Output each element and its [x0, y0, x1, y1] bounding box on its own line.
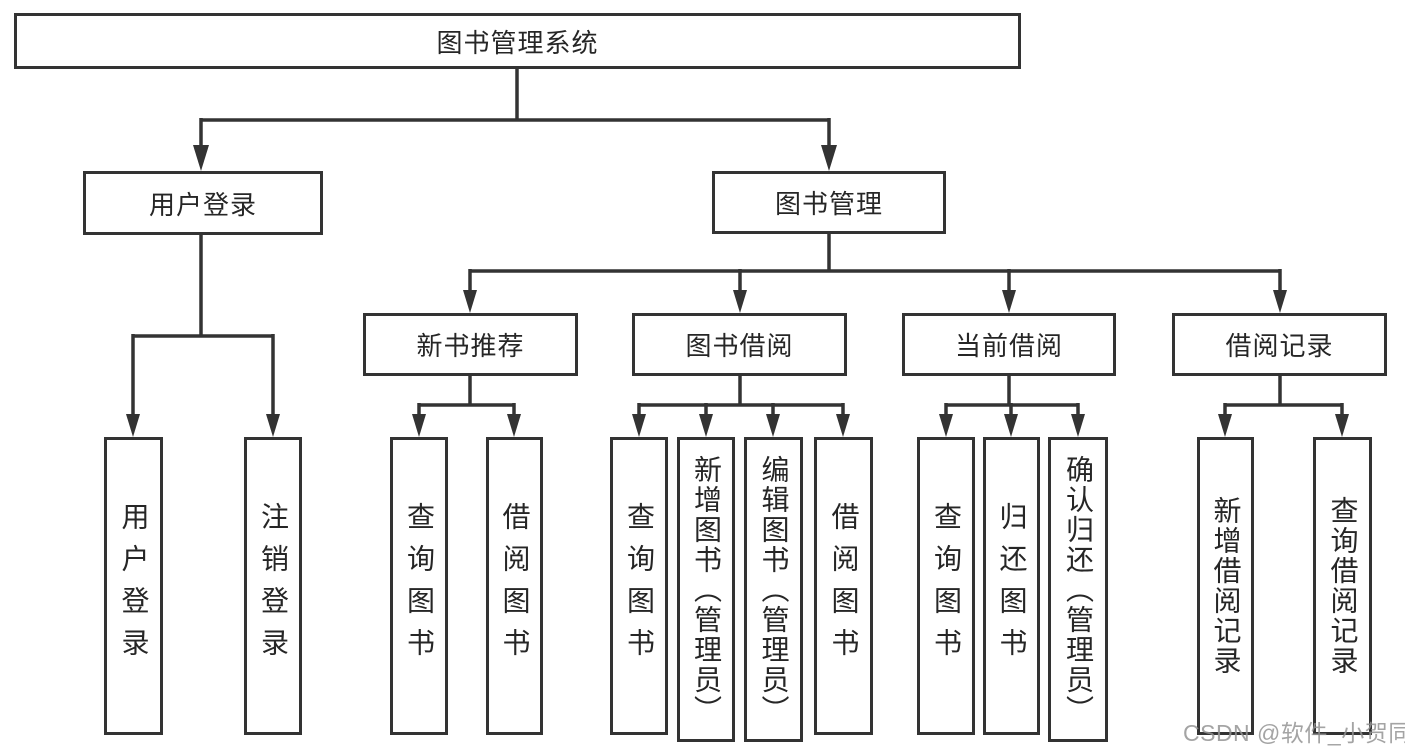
leaf-label: 新增借阅记录 [1210, 496, 1242, 676]
leaf-label: 查询借阅记录 [1327, 496, 1359, 676]
leaf-query-books-recommend: 查询图书 [390, 437, 448, 735]
leaf-label: 查询图书 [404, 502, 435, 670]
leaf-logout: 注销登录 [244, 437, 302, 735]
leaf-borrow-books-borrowing: 借阅图书 [814, 437, 873, 735]
leaf-label: 注销登录 [258, 502, 289, 670]
leaf-borrow-books-recommend: 借阅图书 [486, 437, 543, 735]
leaf-label: 新增图书（管理员） [691, 454, 722, 725]
leaf-user-login: 用户登录 [104, 437, 163, 735]
node-book-borrowing: 图书借阅 [632, 313, 847, 376]
leaf-label: 确认归还（管理员） [1063, 454, 1094, 725]
csdn-watermark: CSDN @软件_小贺同学 [1183, 720, 1405, 746]
leaf-label: 借阅图书 [828, 502, 860, 670]
leaf-confirm-return-admin: 确认归还（管理员） [1048, 437, 1108, 742]
leaf-label: 编辑图书（管理员） [758, 454, 790, 725]
leaf-add-books-admin: 新增图书（管理员） [677, 437, 735, 742]
node-user-login-module: 用户登录 [83, 171, 323, 235]
node-book-management-module: 图书管理 [712, 171, 946, 234]
leaf-query-borrow-record: 查询借阅记录 [1313, 437, 1372, 735]
leaf-label: 查询图书 [931, 502, 962, 670]
leaf-label: 用户登录 [118, 502, 150, 670]
node-borrowing-records: 借阅记录 [1172, 313, 1387, 376]
leaf-add-borrow-record: 新增借阅记录 [1197, 437, 1254, 735]
node-new-book-recommend: 新书推荐 [363, 313, 578, 376]
leaf-edit-books-admin: 编辑图书（管理员） [744, 437, 803, 742]
leaf-label: 借阅图书 [499, 502, 531, 670]
node-root-system: 图书管理系统 [14, 13, 1021, 69]
leaf-query-books-borrowing: 查询图书 [610, 437, 668, 735]
leaf-return-books: 归还图书 [983, 437, 1040, 735]
leaf-label: 查询图书 [624, 502, 655, 670]
leaf-label: 归还图书 [996, 502, 1028, 670]
node-current-borrowing: 当前借阅 [902, 313, 1116, 376]
leaf-query-books-current: 查询图书 [917, 437, 975, 735]
